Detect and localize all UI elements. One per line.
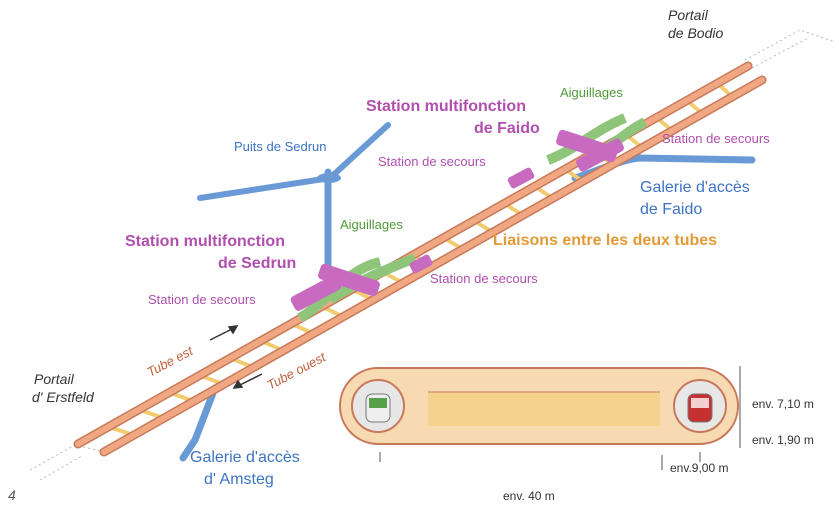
station-faido-label-2: de Faido xyxy=(474,120,540,137)
station-secours-left-label: Station de secours xyxy=(148,292,256,307)
station-faido-label-1: Station multifonction xyxy=(366,98,526,115)
direction-arrows xyxy=(209,325,263,389)
station-secours-mid-label: Station de secours xyxy=(430,271,538,286)
dimension-height-label: env. 7,10 m xyxy=(752,397,814,411)
galerie-faido-label-2: de Faido xyxy=(640,201,702,218)
cross-section xyxy=(339,366,741,470)
portail-erstfeld-label-1: Portail xyxy=(34,371,75,387)
dimension-tube-label: env.9,00 m xyxy=(670,461,728,475)
aiguillages-mid-label: Aiguillages xyxy=(340,217,403,232)
train-east-icon xyxy=(351,379,405,433)
galerie-amsteg-tunnel xyxy=(179,384,219,462)
galerie-amsteg-label-1: Galerie d'accès xyxy=(190,449,300,466)
station-sedrun-label-2: de Sedrun xyxy=(218,255,296,272)
station-secours-top-mid-label: Station de secours xyxy=(378,154,486,169)
page-number: 4 xyxy=(8,487,16,503)
tube-est-fill xyxy=(101,77,765,455)
dimension-width-label: env. 40 m xyxy=(503,489,555,503)
station-sedrun-label-1: Station multifonction xyxy=(125,233,285,250)
puits-sedrun-shafts xyxy=(197,122,391,279)
liaisons-label: Liaisons entre les deux tubes xyxy=(493,232,717,249)
aiguillages-top-label: Aiguillages xyxy=(560,85,623,100)
portail-bodio-label-1: Portail xyxy=(668,7,709,23)
faido-station-structure xyxy=(507,113,648,189)
portail-erstfeld-label-2: d' Erstfeld xyxy=(32,389,95,405)
puits-sedrun-label: Puits de Sedrun xyxy=(234,139,327,154)
station-secours-top-right-label: Station de secours xyxy=(662,131,770,146)
train-west-icon xyxy=(673,379,727,433)
dimension-lines xyxy=(379,366,741,470)
dimension-rail-label: env. 1,90 m xyxy=(752,433,814,447)
galerie-faido-label-1: Galerie d'accès xyxy=(640,179,750,196)
tube-est-label: Tube est xyxy=(144,342,196,379)
portail-bodio-label-2: de Bodio xyxy=(668,25,723,41)
galerie-amsteg-label-2: d' Amsteg xyxy=(204,471,274,488)
sedrun-station-structure xyxy=(290,253,433,323)
